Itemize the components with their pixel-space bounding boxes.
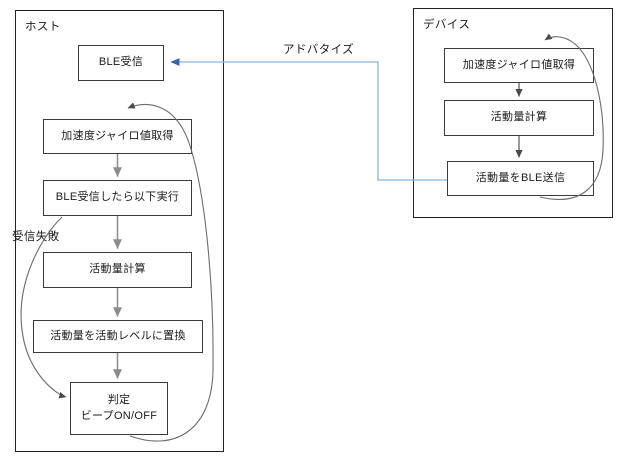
node-host-judge[interactable]: 判定 ビープON/OFF bbox=[70, 382, 168, 435]
node-label: BLE受信 bbox=[98, 56, 144, 69]
node-host-activity-calc[interactable]: 活動量計算 bbox=[43, 252, 192, 288]
node-label-secondary: ビープON/OFF bbox=[80, 409, 158, 422]
node-host-get-accel-gyro[interactable]: 加速度ジャイロ値取得 bbox=[43, 119, 192, 154]
node-label: 加速度ジャイロ値取得 bbox=[61, 129, 174, 142]
node-device-send-ble[interactable]: 活動量をBLE送信 bbox=[447, 161, 594, 196]
node-label: 加速度ジャイロ値取得 bbox=[462, 58, 576, 71]
node-label: 活動量計算 bbox=[490, 111, 548, 124]
node-label: 活動量計算 bbox=[89, 263, 146, 276]
node-label: 活動量を活動レベルに置換 bbox=[50, 329, 186, 342]
node-label: BLE受信したら以下実行 bbox=[55, 191, 180, 204]
node-ble-receive[interactable]: BLE受信 bbox=[78, 45, 164, 81]
node-host-activity-to-level[interactable]: 活動量を活動レベルに置換 bbox=[33, 320, 203, 353]
node-device-get-accel-gyro[interactable]: 加速度ジャイロ値取得 bbox=[444, 48, 594, 83]
node-label: 判定 bbox=[107, 393, 131, 406]
edge-label-advertise: アドバタイズ bbox=[283, 44, 355, 56]
node-device-activity-calc[interactable]: 活動量計算 bbox=[444, 100, 594, 136]
edge-label-receive-fail: 受信失敗 bbox=[12, 231, 60, 243]
host-container bbox=[15, 10, 224, 452]
node-label: 活動量をBLE送信 bbox=[475, 171, 566, 184]
device-container-label: デバイス bbox=[423, 19, 471, 31]
node-host-on-ble-receive[interactable]: BLE受信したら以下実行 bbox=[43, 180, 192, 216]
host-container-label: ホスト bbox=[25, 21, 61, 33]
